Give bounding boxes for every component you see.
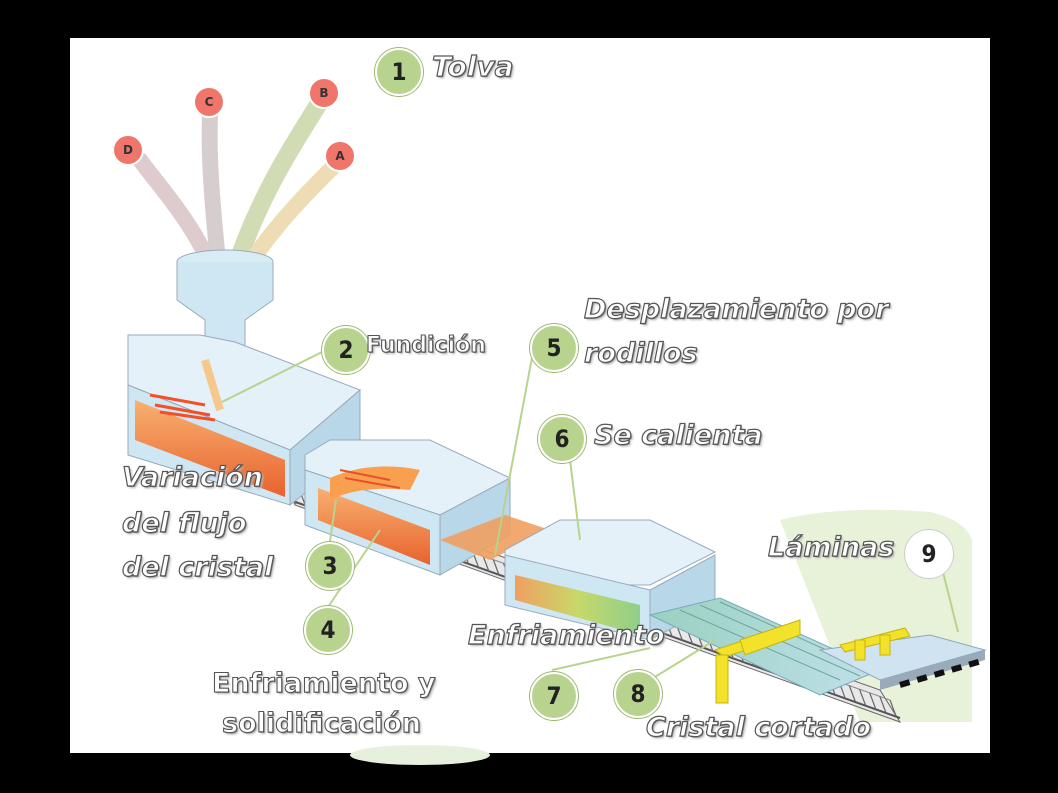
material-marker-d <box>112 134 144 166</box>
step-5-marker: 5 <box>530 324 578 372</box>
material-label-a: A <box>335 149 345 163</box>
label-tolva: Tolva <box>431 49 514 83</box>
step-8-marker: 8 <box>614 670 662 718</box>
material-label-b: B <box>319 86 328 100</box>
material-label-d: D <box>123 143 133 157</box>
label-se-calienta: Se calienta <box>593 419 763 451</box>
roller-tick <box>869 692 877 710</box>
step-6-marker: 6 <box>538 415 586 463</box>
cutting-bars <box>713 619 911 704</box>
label-desplazamiento-1: Desplazamiento por <box>583 293 889 325</box>
step-7-marker: 7 <box>530 672 578 720</box>
roller-tick <box>492 559 500 577</box>
roller-tick <box>858 689 867 706</box>
forming-chamber <box>304 439 512 576</box>
material-label-c: C <box>205 95 214 109</box>
roller-tick <box>848 685 856 702</box>
label-cristal-cortado: Cristal cortado <box>645 711 872 743</box>
roller-tick <box>889 699 897 717</box>
step-2-marker: 2 <box>322 326 370 374</box>
step-4-marker: 4 <box>304 606 352 654</box>
material-markers: D C B A <box>112 77 356 172</box>
step-1-marker: 1 <box>375 48 423 96</box>
label-variacion-3: del cristal <box>121 551 274 583</box>
step-3-marker: 3 <box>306 542 354 590</box>
label-enfriamiento: Enfriamiento <box>467 619 665 651</box>
label-desplazamiento-2: rodillos <box>583 337 698 369</box>
material-marker-b <box>308 77 340 109</box>
material-marker-c <box>193 86 225 118</box>
label-enfriamiento-solid-1: Enfriamiento y <box>211 667 436 699</box>
label-variacion-2: del flujo <box>121 507 247 539</box>
label-fundicion: Fundición <box>365 332 486 358</box>
label-variacion-1: Variación <box>121 461 263 493</box>
melting-furnace <box>127 334 361 507</box>
label-enfriamiento-solid-2: solidificación <box>221 707 421 739</box>
roller-tick <box>482 556 490 573</box>
step-9-marker: 9 <box>905 530 953 578</box>
roller-tick <box>879 696 887 713</box>
material-marker-a <box>324 140 356 172</box>
label-laminas: Láminas <box>767 531 895 563</box>
heating-chamber <box>504 519 717 641</box>
